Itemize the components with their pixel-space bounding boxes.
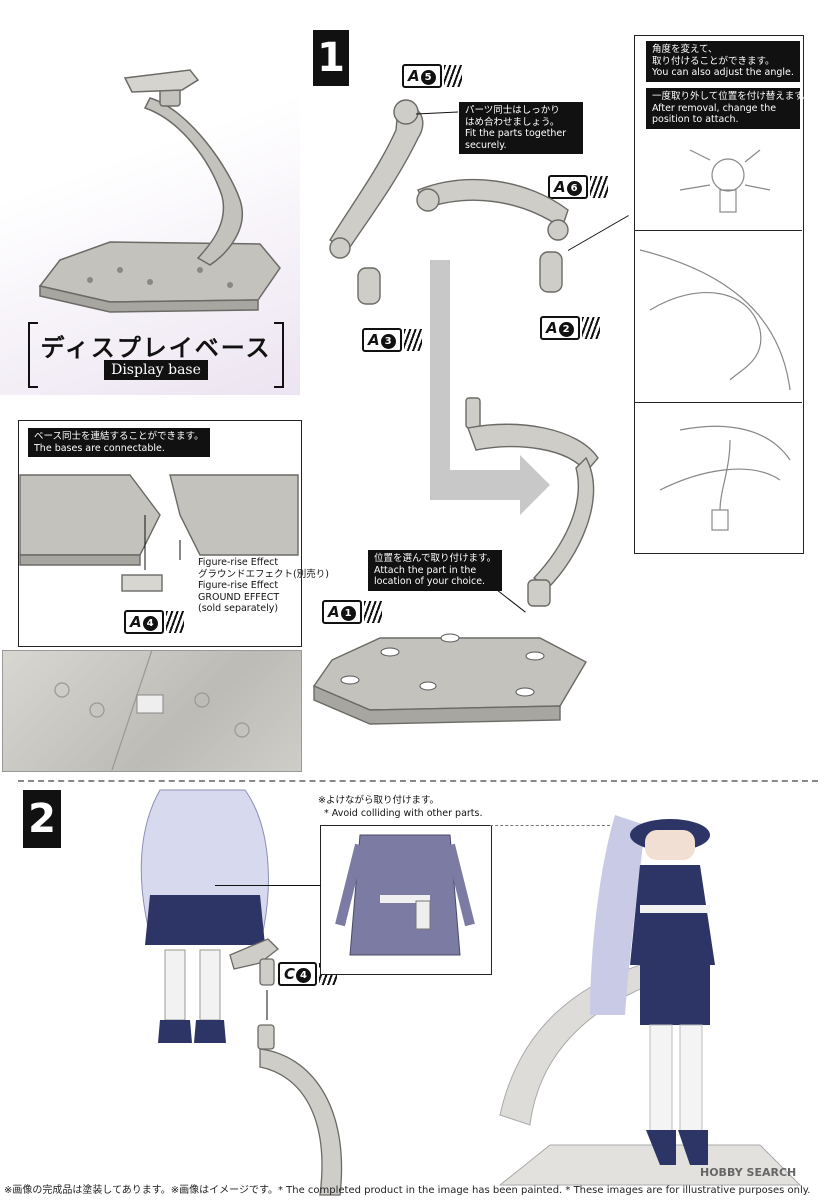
display-base-drawing [38, 69, 281, 313]
figure-back-view [140, 789, 269, 1043]
step2-number: 2 [23, 790, 61, 848]
connect-bases-drawing [19, 474, 299, 592]
step-divider [18, 780, 818, 782]
note-fit-together: パーツ同士はしっかりはめ合わせましょう。Fit the parts togeth… [459, 102, 583, 154]
stand-arm-step2 [229, 938, 343, 1196]
watermark: HOBBY SEARCH [700, 1166, 797, 1179]
note-reposition: 一度取り外して位置を付け替えます。After removal, change t… [646, 88, 812, 129]
assembled-arm-drawing [465, 397, 599, 607]
arm-parts-drawing [329, 99, 569, 305]
connected-bases-photo-detail [54, 649, 250, 771]
assembly-arrow [430, 260, 550, 515]
note-adjust-angle: 角度を変えて、取り付けることができます。You can also adjust … [646, 41, 800, 82]
angle-detail-drawing [639, 149, 791, 531]
footer-disclaimer: ※画像の完成品は塗装してあります。※画像はイメージです。* The comple… [4, 1185, 811, 1196]
step1-number: 1 [313, 30, 349, 86]
display-base-title-jp: ディスプレイベース [40, 333, 272, 362]
note-avoid-en: * Avoid colliding with other parts. [324, 808, 483, 819]
display-base-title-en: Display base [104, 360, 208, 380]
note-connectable: ベース同士を連結することができます。The bases are connecta… [28, 428, 210, 457]
figure-photo [498, 815, 802, 1186]
display-base-a1-drawing [312, 633, 587, 725]
display-base-title-frame: ディスプレイベース Display base [28, 322, 284, 388]
avoid-detail-drawing [335, 834, 475, 956]
display-base-illustration [0, 0, 300, 395]
note-avoid-jp: ※よけながら取り付けます。 [318, 795, 440, 806]
